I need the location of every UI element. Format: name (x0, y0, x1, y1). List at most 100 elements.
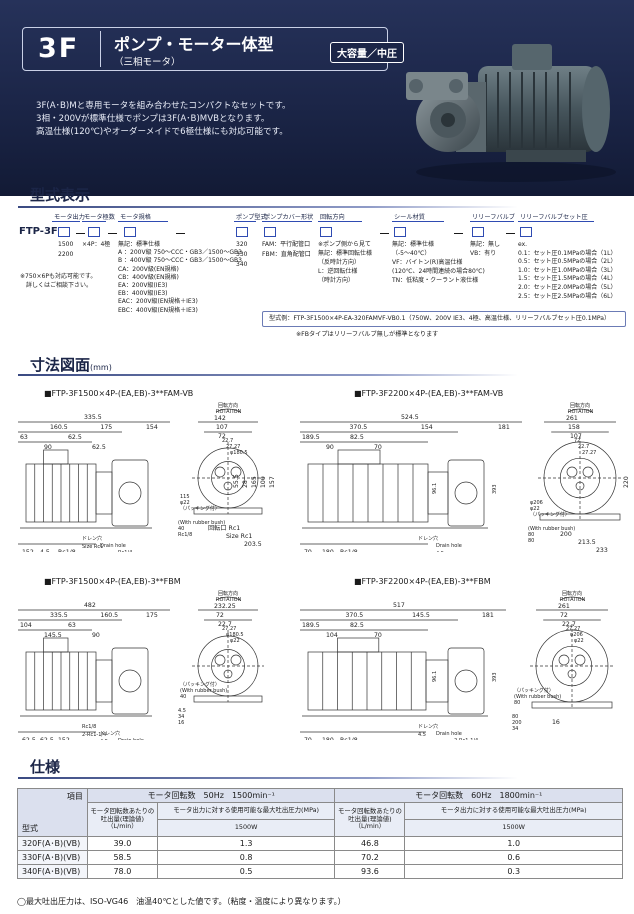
dimension-title-text: 寸法図面 (30, 356, 91, 374)
dimension-label: Drain hole (436, 543, 462, 549)
dimension-label: 517 (393, 602, 405, 609)
dimension-label: ドレン穴 (82, 535, 102, 542)
side-view-drawing: 524.5370.5154181189.59082.57070180Rc1/8ド… (300, 414, 522, 552)
dimension-label: 34 (178, 714, 184, 720)
label-underline (318, 221, 362, 222)
side-view-drawing: 335.5160.5175154639062.562.51524.5Rc1/8ド… (18, 414, 170, 552)
dimension-label: Drain hole (100, 543, 126, 549)
dimension-label: 70 (374, 632, 382, 639)
code-slot (58, 227, 70, 237)
motor-standard-option: 無記：標準仕様 (118, 241, 161, 248)
row-flow-50: 39.0 (86, 836, 158, 851)
dimension-label: 189.5 (302, 434, 320, 441)
header-banner: 3F ポンプ・モーター体型 （三相モータ） 大容量／中圧 3F(A･B)Mと専用… (0, 0, 634, 196)
drawing-title: ■FTP-3F1500×4P-(EA,EB)-3**FAM-VB (44, 389, 194, 398)
relief-set-option: 1.0：セット圧1.0MPaの場合（3L） (518, 266, 617, 274)
rotation-option: ※ポンプ側から見て (318, 241, 371, 248)
header-flow-50: モータ回転数あたりの吐出量(理論値)（L/min） (86, 802, 158, 837)
dimension-label: 220 (623, 476, 630, 488)
description: 3F(A･B)Mと専用モータを組み合わせたコンパクトなセットです。 3相・200… (36, 100, 336, 139)
dimension-label: φ22 (574, 638, 584, 644)
title-divider (100, 31, 101, 67)
dimension-label: 28 (242, 480, 249, 488)
dimension-label: 80 (514, 700, 520, 706)
code-slot (264, 227, 276, 237)
row-model: 330F(A･B)(VB) (17, 850, 88, 865)
dimension-label: 70 (374, 444, 382, 451)
header-pressure-60: モータ出力に対する使用可能な最大吐出圧力(MPa) (404, 802, 623, 820)
code-slot (124, 227, 136, 237)
cover-option: FAM：平行配管口 (262, 241, 311, 248)
pump-circle (118, 481, 142, 505)
dimension-label: ドレン穴 (418, 535, 438, 542)
end-view-drawing: 回転方向ROTATION232.257222.727.27φ180.5φ22（パ… (178, 590, 264, 726)
corner-item-label: 項目 (66, 792, 83, 801)
dimension-label: 335.5 (50, 612, 68, 619)
row-flow-50: 58.5 (86, 850, 158, 865)
row-pressure-50: 1.3 (156, 836, 336, 851)
base-plate (539, 513, 621, 521)
base-plate (531, 701, 613, 709)
dimension-label: Drain hole (436, 731, 462, 737)
header-power-50: 1500W (156, 819, 336, 837)
description-line: 高温仕様(120℃)やオーダーメイドで6極仕様にも対応可能です。 (36, 127, 288, 137)
header-flow-60: モータ回転数あたりの吐出量(理論値)（L/min） (334, 802, 406, 837)
rotation-option: （時計方向） (318, 277, 355, 284)
label-underline (82, 221, 106, 222)
relief-set-option: 0.5：セット圧0.5MPaの場合（2L） (518, 258, 617, 266)
dimension-label: 70 (304, 737, 312, 740)
motor-standard-option: B ：400V級 750〜CCC・GB3／1500〜GB3 (118, 257, 242, 265)
row-model: 340F(A･B)(VB) (17, 864, 88, 879)
pump-circle (118, 669, 142, 693)
dimension-label: 16 (178, 720, 184, 726)
relief-option: VB：有り (470, 250, 497, 257)
dimension-label: (With rubber bush) (180, 688, 227, 694)
dimension-label: 2-Rc1-1/4 (454, 738, 478, 740)
model-field-label: シール材質 (394, 214, 425, 221)
label-underline (118, 221, 168, 222)
gear-circle (230, 466, 242, 478)
dimension-label: φ206 (570, 632, 583, 638)
dimension-label: φ206 (530, 500, 543, 506)
dimension-label: 回転方向 (562, 590, 582, 597)
dimension-label: φ180.5 (226, 632, 244, 638)
code-separator (108, 233, 117, 234)
relief-set-option: ex. (518, 241, 528, 248)
dimension-label: 63 (20, 434, 28, 441)
end-view-drawing: 回転方向ROTATION1421077222.727.27φ180.5115φ2… (178, 402, 276, 548)
table-corner: 項目 型式 (17, 788, 88, 837)
dimension-label: φ22 (230, 638, 240, 644)
dimension-label: 152 (58, 737, 70, 740)
model-field-label: ポンプカバー形状 (264, 214, 314, 221)
seal-option: 無記：標準仕様 (392, 241, 435, 248)
poles-value: ×4P：4極 (82, 241, 111, 248)
dimension-label: Rc1/8 (178, 532, 192, 538)
side-view-drawing: 482335.5160.5175104145.5639062.562.5152R… (18, 602, 170, 740)
pump-circle (454, 481, 478, 505)
dimension-label: 2-Rc1-1/4 (82, 732, 106, 738)
dimension-label: （パッキング付） (530, 511, 570, 518)
dimension-label: 22.7 (222, 438, 233, 444)
header-50hz: モータ回転数 50Hz 1500min⁻¹ (86, 788, 336, 803)
seal-option: (120℃、24時間連続の場合80℃) (392, 268, 485, 275)
coupling-outline (95, 659, 113, 703)
dimension-label: 180 (322, 737, 334, 740)
dimension-label: 27.27 (566, 626, 580, 632)
spec-section-title: 仕様 (30, 758, 61, 776)
dimension-label: 145.5 (412, 612, 430, 619)
dimension-label: 62.5 (92, 444, 106, 451)
header-60hz: モータ回転数 60Hz 1800min⁻¹ (334, 788, 623, 803)
gear-circle (214, 654, 226, 666)
rotation-arrow (559, 596, 585, 601)
dimension-label: 82.5 (350, 622, 364, 629)
dimension-label: 524.5 (401, 414, 419, 421)
dimension-label: 104 (20, 622, 32, 629)
dimension-label: Rc1/4 (118, 550, 132, 552)
relief-set-option: 0.1：セット圧0.1MPaの場合（1L） (518, 249, 617, 257)
table-row: 340F(A･B)(VB) 78.0 0.5 93.6 0.3 (17, 864, 623, 879)
table-row: 330F(A･B)(VB) 58.5 0.8 70.2 0.6 (17, 850, 623, 865)
dimension-label: 145.5 (44, 632, 62, 639)
dimension-label: 189.5 (302, 622, 320, 629)
note-6-pole: 詳しくはご相談下さい。 (20, 282, 93, 289)
capacity-badge: 大容量／中圧 (330, 42, 404, 63)
